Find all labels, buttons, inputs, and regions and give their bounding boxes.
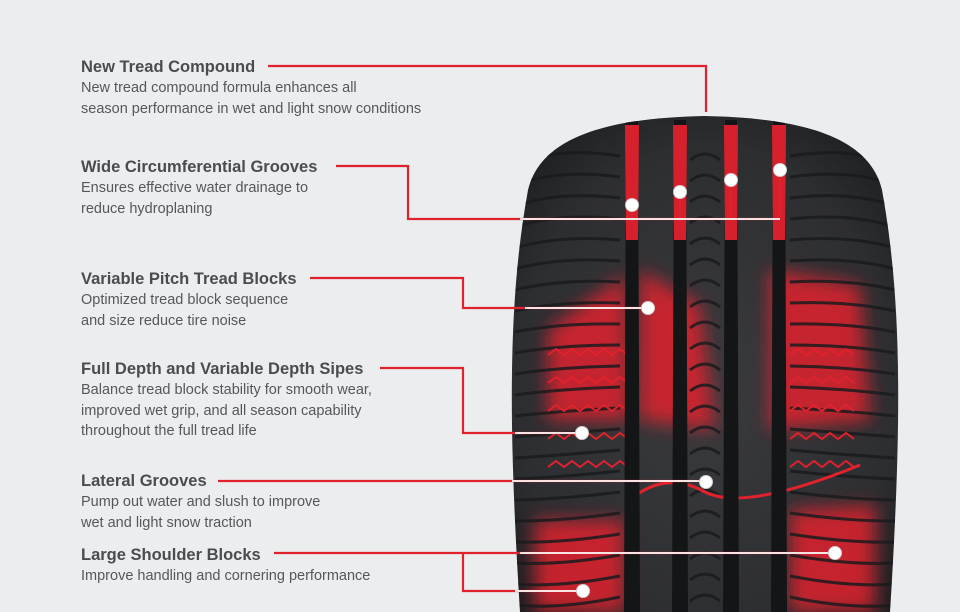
sipe-right [789, 375, 855, 385]
callout-line [268, 64, 708, 112]
sipe-right [789, 347, 855, 357]
feature-full-and-variable-depth-sipes: Full Depth and Variable Depth Sipes Bala… [81, 359, 501, 442]
feature-title: Wide Circumferential Grooves [81, 158, 318, 176]
feature-title: Variable Pitch Tread Blocks [81, 270, 297, 288]
callout-dot [828, 546, 842, 560]
feature-large-shoulder-blocks: Large Shoulder Blocks Improve handling a… [81, 545, 501, 587]
tire-body [511, 116, 899, 612]
circumferential-groove [624, 120, 640, 612]
lateral-sipe [514, 278, 896, 292]
circumferential-groove [723, 120, 739, 612]
sipe-left [547, 375, 629, 385]
callout-dot [724, 173, 738, 187]
groove-highlight [625, 125, 639, 240]
sipe-left [547, 347, 629, 357]
callout-dot [625, 198, 639, 212]
sipe-right [789, 459, 855, 469]
callout-dot [576, 584, 590, 598]
lateral-sipe [514, 509, 896, 523]
glow-tread-block-left [548, 275, 630, 420]
feature-description: Optimized tread block sequence and size … [81, 292, 289, 329]
feature-title: New Tread Compound [81, 58, 256, 76]
callout-dot [575, 426, 589, 440]
feature-title: Full Depth and Variable Depth Sipes [81, 360, 364, 378]
sipe-left [547, 459, 629, 469]
lateral-sipe [514, 488, 896, 502]
callout-dot [773, 163, 787, 177]
red-sipes [547, 347, 861, 502]
feature-lateral-grooves: Lateral Grooves Pump out water and slush… [81, 471, 501, 533]
groove-highlight [673, 125, 687, 240]
feature-title: Lateral Grooves [81, 472, 207, 490]
lateral-sipe [514, 446, 896, 460]
lateral-sipe [514, 257, 896, 271]
sipe-left [547, 403, 629, 413]
lateral-sipe [514, 530, 896, 544]
sipe-right [789, 403, 855, 413]
feature-description: Ensures effective water drainage to redu… [81, 180, 309, 217]
glow-shoulder-left [535, 520, 625, 612]
callout-dot [641, 301, 655, 315]
feature-description: Pump out water and slush to improve wet … [81, 494, 321, 531]
sipe-right [789, 431, 855, 441]
lateral-sipe [514, 467, 896, 481]
lateral-groove-red [629, 463, 861, 502]
circumferential-groove [672, 120, 688, 612]
lateral-sipe [514, 320, 896, 334]
feature-wide-circumferential-grooves: Wide Circumferential Grooves Ensures eff… [81, 157, 501, 219]
lateral-sipe [514, 362, 896, 376]
lateral-sipe [514, 383, 896, 397]
lateral-sipe [514, 572, 896, 587]
feature-description: Improve handling and cornering performan… [81, 568, 371, 584]
lateral-sipe [514, 593, 896, 608]
feature-variable-pitch-tread-blocks: Variable Pitch Tread Blocks Optimized tr… [81, 269, 501, 331]
callout-lines [218, 64, 842, 598]
callout-dot [699, 475, 713, 489]
feature-new-tread-compound: New Tread Compound New tread compound fo… [81, 57, 501, 119]
callout-dot [673, 185, 687, 199]
feature-title: Large Shoulder Blocks [81, 546, 261, 564]
lateral-sipe [514, 341, 896, 355]
feature-description: Balance tread block stability for smooth… [81, 382, 372, 439]
lateral-sipe [514, 236, 896, 250]
feature-description: New tread compound formula enhances all … [81, 80, 422, 117]
circumferential-groove [771, 120, 787, 612]
